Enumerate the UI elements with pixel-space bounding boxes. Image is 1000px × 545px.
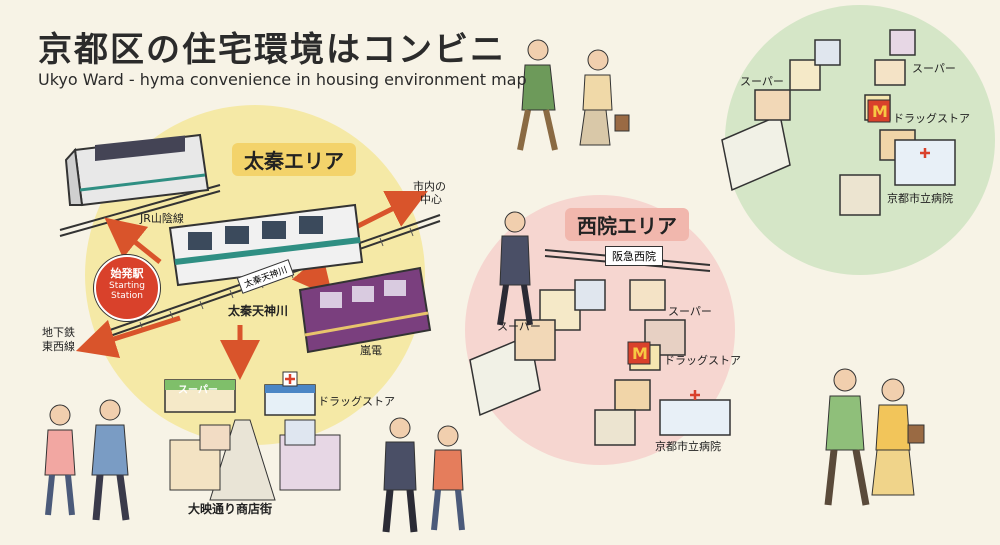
topright-hospital-label: 京都市立病院: [887, 192, 953, 205]
saiin-hospital-cross: [690, 390, 700, 400]
saiin-supermarket-right-label: スーパー: [668, 305, 712, 318]
couple-top: [517, 39, 630, 151]
topright-buildings: [721, 29, 956, 216]
topright-drugstore-label: ドラッグストア: [893, 112, 970, 125]
jr-train: [64, 133, 210, 207]
topright-supermarket-left-label: スーパー: [740, 75, 784, 88]
saiin-station-sign: 阪急西院: [605, 246, 663, 266]
uzumasa-station-label: 太秦天神川: [228, 304, 289, 318]
saiin-area-circle: [465, 195, 735, 465]
start-label-3: Station: [111, 291, 143, 301]
teal-train: [168, 203, 364, 287]
direction-arrows: [75, 191, 428, 380]
subway-label-2: 東西線: [42, 340, 75, 353]
uzumasa-drugstore-label: ドラッグストア: [318, 395, 395, 408]
jr-line-label: JR山陰線: [140, 212, 184, 225]
uzumasa-area-tag: 太秦エリア: [232, 143, 356, 176]
saiin-mcdonalds-sign: M: [627, 341, 651, 365]
saiin-drugstore-label: ドラッグストア: [664, 354, 741, 367]
to-city-label-1: 市内の: [413, 180, 446, 193]
uzumasa-drugstore-building: [264, 371, 316, 416]
topright-mcdonalds-sign: M: [867, 99, 891, 123]
uzumasa-supermarket-label: スーパー: [178, 385, 218, 396]
saiin-buildings: [469, 279, 731, 446]
randen-label: 嵐電: [360, 344, 382, 357]
start-label-2: Starting: [109, 281, 145, 291]
topright-hospital-cross: [920, 148, 930, 158]
svg-text:M: M: [632, 344, 648, 363]
to-city-label-2: 中心: [420, 193, 442, 206]
page-title: 京都区の住宅環境はコンビニ: [38, 30, 506, 70]
couple-bottom-center: [382, 417, 465, 533]
svg-text:M: M: [872, 102, 888, 121]
businessman-saiin: [497, 211, 533, 326]
saiin-hospital-label: 京都市立病院: [655, 440, 721, 453]
subway-label-1: 地下鉄: [42, 326, 75, 339]
saiin-area-tag: 西院エリア: [565, 208, 689, 241]
topright-supermarket-right-label: スーパー: [912, 62, 956, 75]
shopping-street-buildings: [169, 419, 341, 501]
page-subtitle: Ukyo Ward - hyma convenience in housing …: [38, 70, 527, 89]
saiin-supermarket-left-label: スーパー: [497, 320, 541, 333]
start-label-1: 始発駅: [110, 267, 144, 280]
starting-station-badge: 始発駅 Starting Station: [94, 255, 160, 321]
couple-bottom-right: [824, 368, 925, 506]
saiin-station-sign-text: 阪急西院: [612, 250, 656, 263]
shopping-street-label: 大映通り商店街: [188, 502, 273, 516]
uzumasa-supermarket-building: [164, 379, 236, 413]
couple-bottom-left: [44, 399, 130, 521]
randen-train: [298, 266, 432, 354]
